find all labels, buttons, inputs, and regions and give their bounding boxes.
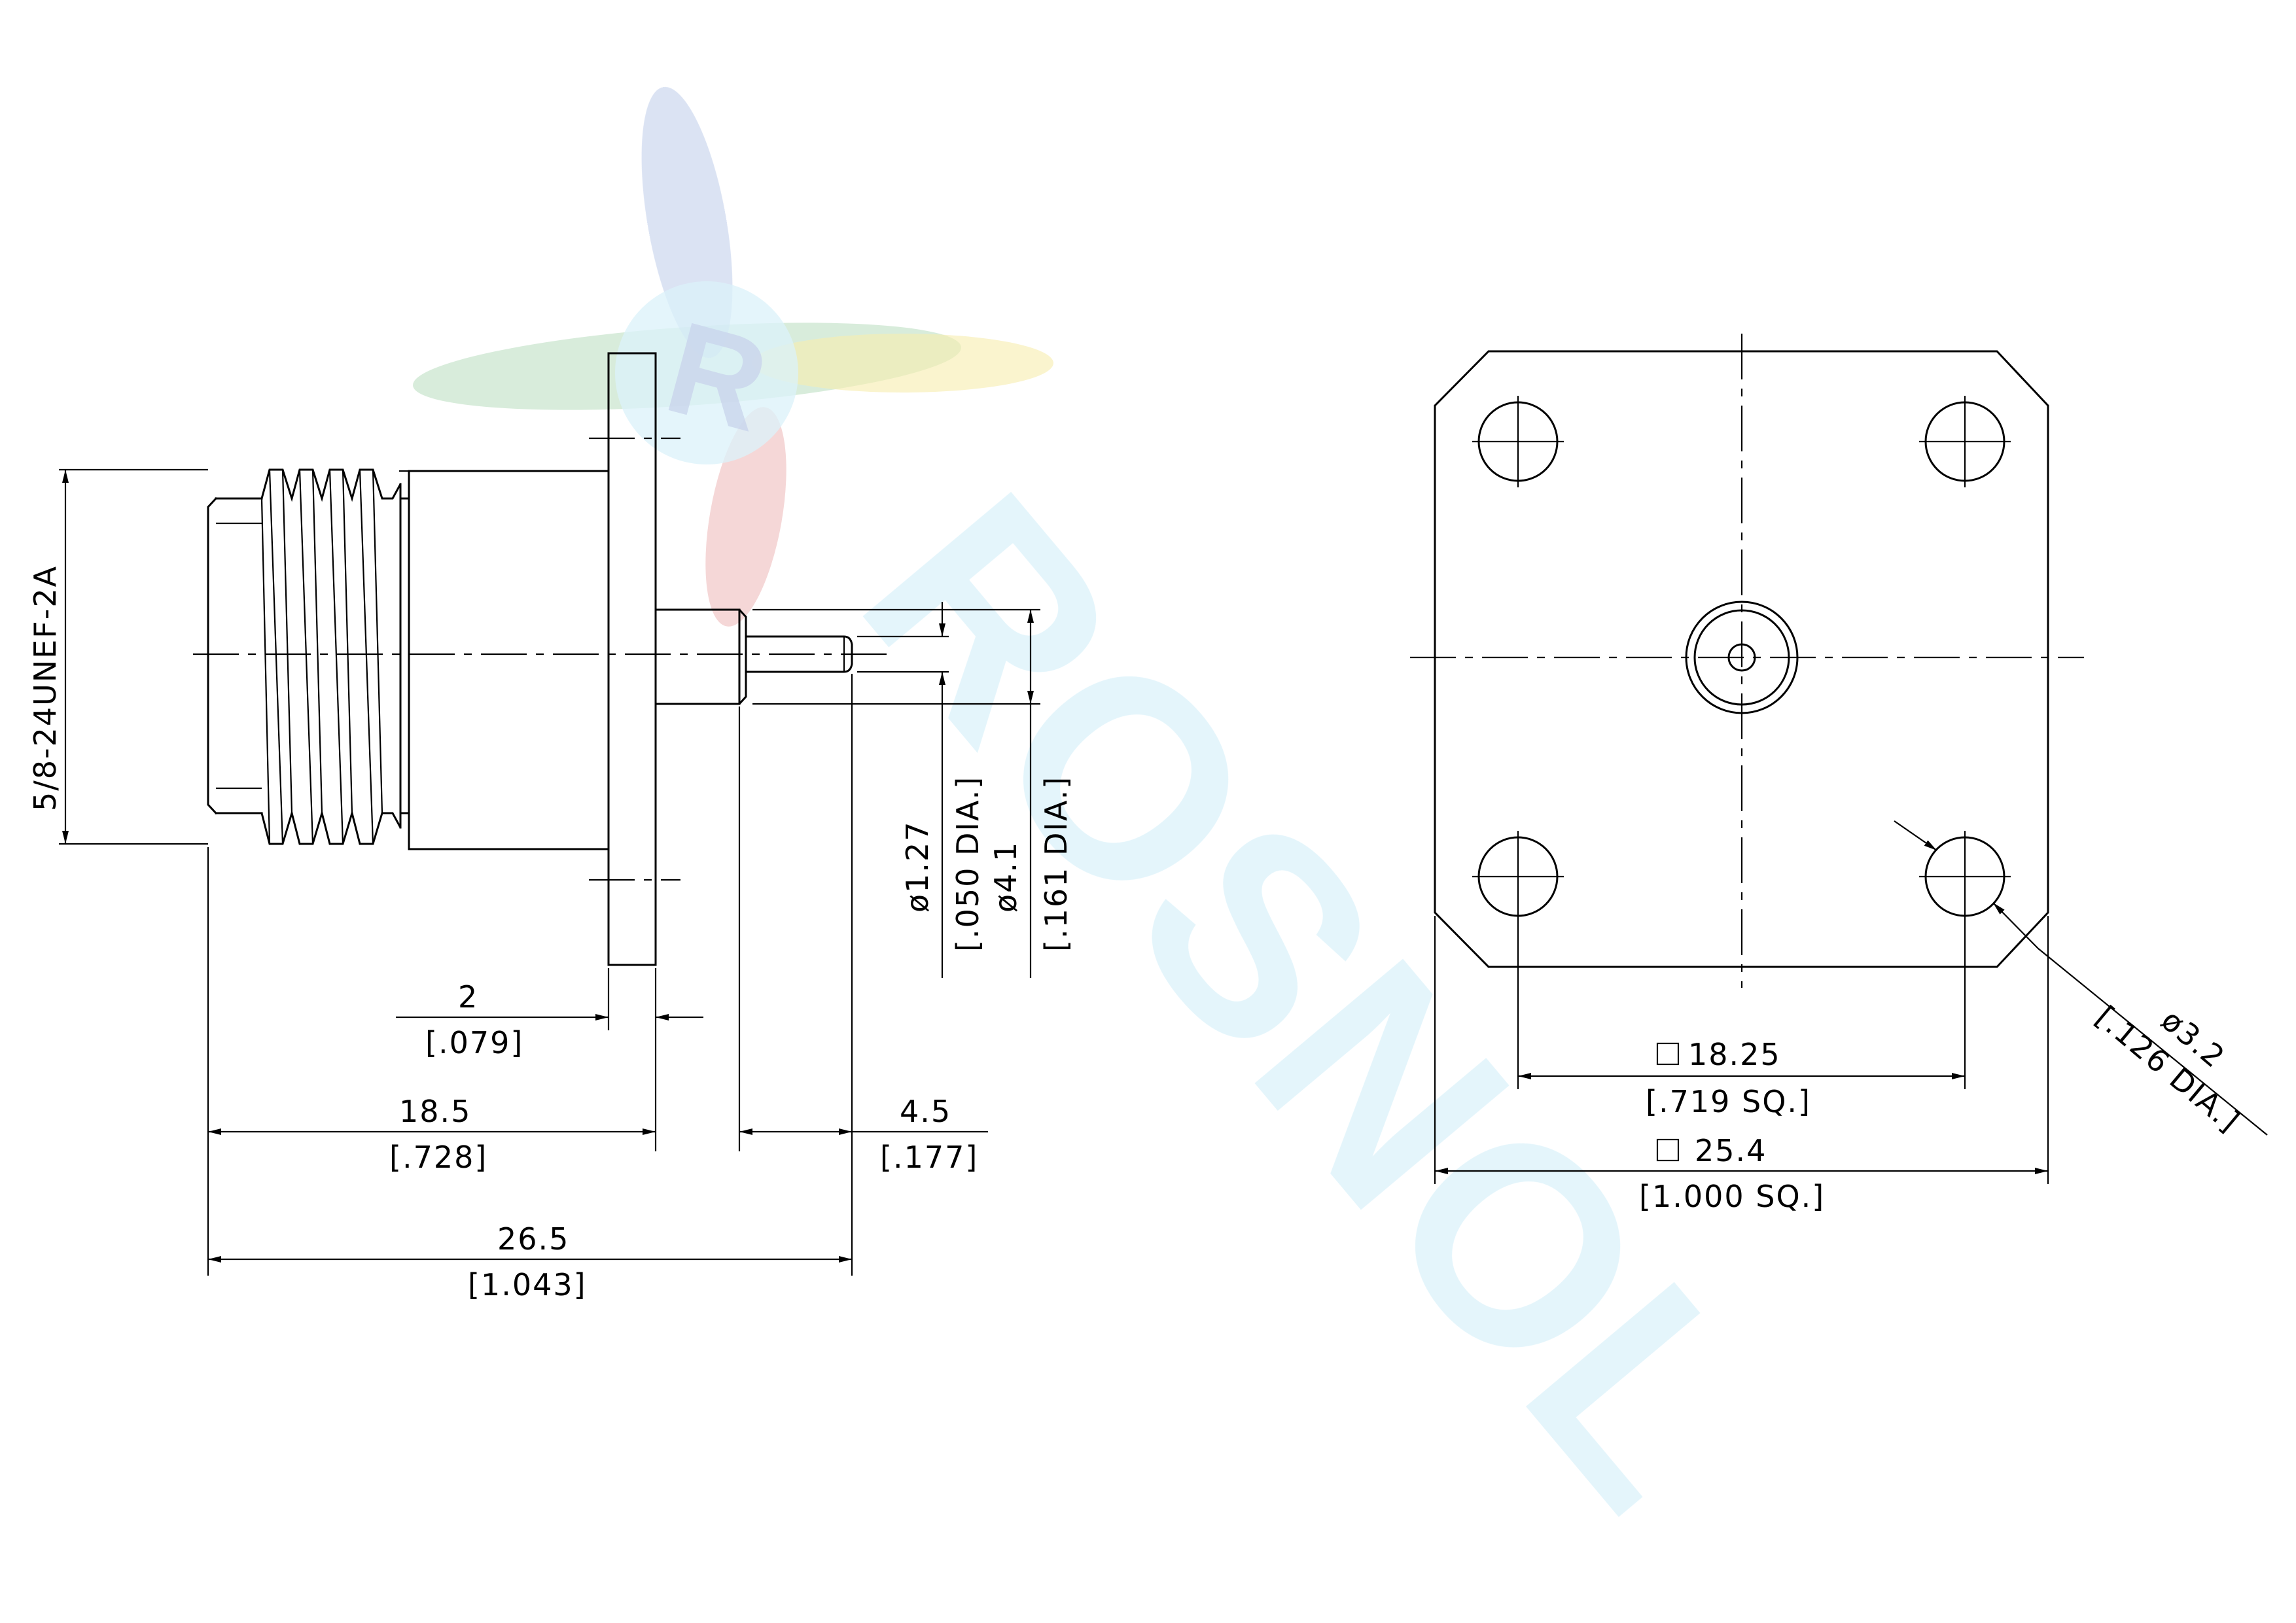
pin-diameter-inch: [.050 DIA.] — [950, 776, 985, 952]
watermark-ring-yellow — [752, 334, 1053, 393]
flange-thickness-mm: 2 — [458, 979, 478, 1015]
mounting-hole-bottom-left — [1472, 831, 1564, 922]
flange-side — [607, 352, 657, 966]
pin-length-inch: [.177] — [880, 1140, 978, 1175]
watermark-petal-blue — [641, 86, 733, 358]
body-length-inch: [.728] — [389, 1140, 487, 1175]
square-symbol — [1656, 1138, 1680, 1162]
mounting-hole-top-left — [1472, 396, 1564, 487]
mounting-hole-bottom-right — [1919, 831, 2011, 922]
watermark-brand-text: ROSNOL — [805, 439, 1819, 1563]
center-contact — [1685, 601, 1799, 714]
watermark-petal-red — [705, 407, 786, 627]
flange-outline — [1434, 350, 2049, 968]
pin-diameter-mm: ø1.27 — [900, 820, 935, 913]
square-symbol — [1656, 1042, 1680, 1066]
dim-flange-thickness: 2 [.079] — [396, 979, 703, 1060]
hole-spacing-mm: 18.25 — [1688, 1037, 1781, 1072]
dim-flange-size: 25.4 [1.000 SQ.] — [1435, 1133, 2048, 1214]
flange-size-inch: [1.000 SQ.] — [1639, 1179, 1825, 1214]
body-length-mm: 18.5 — [399, 1094, 471, 1129]
dielectric-diameter-inch: [.161 DIA.] — [1038, 776, 1074, 952]
watermark-ring-green — [413, 323, 961, 410]
side-view: 5/8-24UNEF-2A ø1.27 [.050 DIA.] ø4.1 [.1… — [27, 352, 1074, 1302]
thread-spec-label: 5/8-24UNEF-2A — [27, 565, 63, 811]
mounting-hole-top-right — [1919, 396, 2011, 487]
threaded-coupling — [207, 468, 402, 845]
flange-size-mm: 25.4 — [1695, 1133, 1767, 1168]
dim-overall-length: 26.5 [1.043] — [208, 1221, 852, 1302]
dim-dielectric-diameter: ø4.1 [.161 DIA.] — [752, 608, 1074, 978]
dim-thread-spec: 5/8-24UNEF-2A — [27, 468, 208, 845]
dim-pin-length: 4.5 [.177] — [739, 1094, 988, 1175]
overall-length-mm: 26.5 — [497, 1221, 569, 1257]
dim-hole-diameter: ø3.2 [.126 DIA.] — [1894, 820, 2268, 1139]
overall-length-inch: [1.043] — [468, 1267, 587, 1302]
watermark: R ROSNOL — [413, 86, 1819, 1563]
dim-body-length: 18.5 [.728] — [208, 1094, 656, 1175]
dim-pin-diameter: ø1.27 [.050 DIA.] — [857, 602, 985, 978]
dielectric-diameter-mm: ø4.1 — [988, 841, 1023, 913]
dim-hole-spacing: 18.25 [.719 SQ.] — [1518, 1037, 1965, 1119]
pin-length-mm: 4.5 — [900, 1094, 951, 1129]
flange-thickness-inch: [.079] — [425, 1025, 523, 1060]
hole-spacing-inch: [.719 SQ.] — [1646, 1084, 1811, 1119]
watermark-logo-circle — [615, 281, 798, 464]
contact-pin — [654, 608, 853, 705]
connector-body — [399, 470, 610, 850]
